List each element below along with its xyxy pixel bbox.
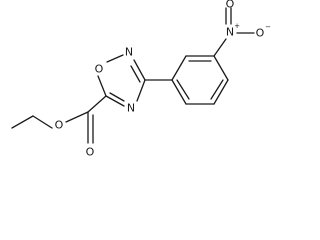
bond-n4-c5-a (105, 95, 125, 107)
bond-ethyl-ch3-ch2 (11, 115, 34, 129)
atom-ester-o-double: O (86, 146, 95, 159)
chemical-structure-diagram: O O O N N N + O O − (11, 0, 271, 159)
bond-n4-c5-b (109, 92, 125, 102)
atom-nitro-o-right: O (256, 27, 265, 40)
bond-n2-c3-b (130, 65, 141, 83)
bond-ph-inner-c (176, 79, 190, 100)
atom-nitro-n-charge: + (234, 22, 240, 30)
atom-nitro-o-charge: − (265, 23, 271, 31)
bond-c3-n4 (136, 79, 146, 102)
bond-ph-1-2 (171, 55, 187, 81)
atom-ring-n-top: N (125, 46, 133, 59)
bond-n2-c3-a (133, 59, 146, 81)
atom-nitro-n: N (226, 26, 234, 39)
bond-phenyl-nitro (213, 38, 227, 57)
bond-c5-o1 (97, 75, 107, 97)
bond-ph-inner-b (210, 79, 224, 100)
bond-carbonyl-ring (87, 95, 107, 113)
bond-ph-3-4 (213, 55, 229, 81)
atom-ring-o: O (95, 63, 104, 76)
atom-nitro-o-top: O (226, 0, 235, 11)
bond-ethyl-ch2-o (32, 115, 53, 129)
bond-o-carbonyl (65, 111, 89, 123)
bond-ph-6-1 (171, 79, 187, 105)
atom-ester-o-single: O (55, 119, 64, 132)
bond-ph-4-5 (213, 79, 229, 105)
bond-o1-n2 (106, 54, 124, 63)
atom-ring-n-bottom: N (127, 102, 135, 115)
